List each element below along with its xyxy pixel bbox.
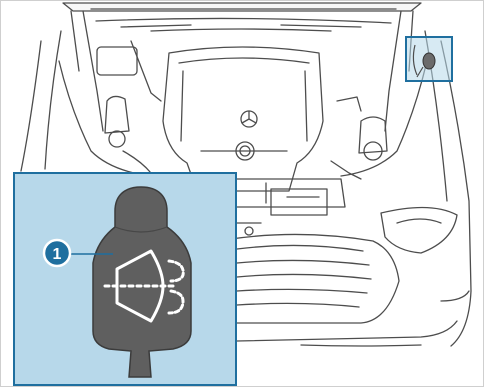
callout-number: 1 (53, 246, 62, 263)
detail-inset: 1 (14, 173, 236, 385)
washer-fluid-reservoir-icon (406, 37, 452, 81)
callout-badge-1: 1 (44, 240, 70, 266)
